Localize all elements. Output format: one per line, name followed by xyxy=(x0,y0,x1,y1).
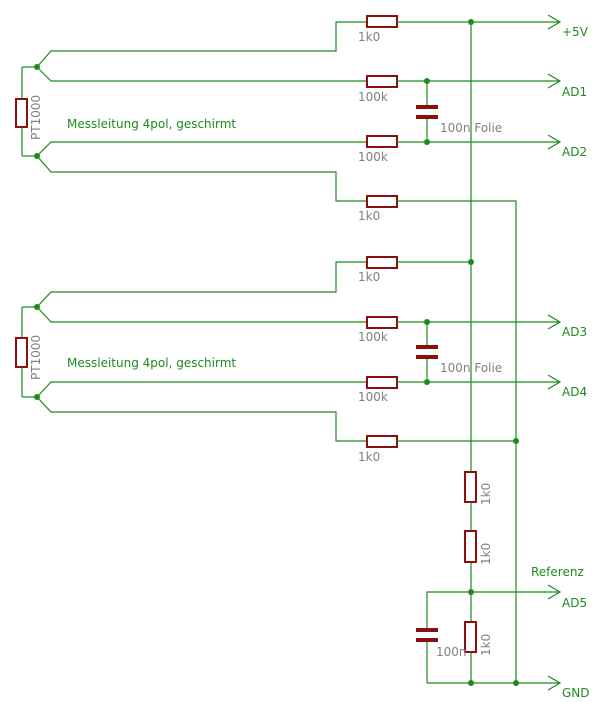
net-label-ad5: AD5 xyxy=(562,596,587,610)
capacitor-c1: 100n Folie xyxy=(416,81,502,142)
sensor-2-wires xyxy=(34,261,367,442)
r-div1-value: 1k0 xyxy=(479,483,493,505)
r-ad2-value: 100k xyxy=(358,150,388,164)
resistor-r-div2: 1k0 xyxy=(464,530,493,565)
sensor-1-wires xyxy=(34,21,367,202)
resistor-r-low2: 1k0 xyxy=(358,435,398,464)
net-label-gnd: GND xyxy=(562,686,590,700)
resistor-r-ad3: 100k xyxy=(358,316,398,344)
output-wires-2 xyxy=(397,259,560,444)
r-low2-value: 1k0 xyxy=(358,450,380,464)
r-ad3-value: 100k xyxy=(358,330,388,344)
net-arrows xyxy=(547,14,562,691)
capacitor-c3: 100n xyxy=(416,628,467,659)
r-low1-value: 1k0 xyxy=(358,209,380,223)
pt1000-resistor-2 xyxy=(15,337,28,368)
resistor-r-ad2: 100k xyxy=(358,135,398,164)
resistor-r-ad4: 100k xyxy=(358,376,398,404)
reference-node xyxy=(426,589,560,683)
reference-label: Referenz xyxy=(531,565,584,579)
pt1000-sensor-1: PT1000 xyxy=(15,66,43,157)
capacitor-c2: 100n Folie xyxy=(416,322,502,382)
resistor-r-ad1: 100k xyxy=(358,75,398,104)
net-label-ad3: AD3 xyxy=(562,325,587,339)
resistor-r-div1: 1k0 xyxy=(464,471,493,505)
pt1000-resistor-1 xyxy=(15,98,28,128)
r-top1-value: 1k0 xyxy=(358,30,380,44)
r-ad1-value: 100k xyxy=(358,90,388,104)
pt1000-label-1: PT1000 xyxy=(29,95,43,140)
r-ad4-value: 100k xyxy=(358,390,388,404)
resistor-r-low1: 1k0 xyxy=(358,195,398,223)
resistor-r-top1: 1k0 xyxy=(358,15,398,44)
pt1000-sensor-2: PT1000 xyxy=(15,306,43,398)
gnd-line xyxy=(427,680,560,686)
r-div3-value: 1k0 xyxy=(479,634,493,656)
net-label-ad2: AD2 xyxy=(562,145,587,159)
cable-label-1: Messleitung 4pol, geschirmt xyxy=(67,117,236,131)
resistor-r-top2: 1k0 xyxy=(358,256,398,284)
r-top2-value: 1k0 xyxy=(358,270,380,284)
resistor-r-div3: 1k0 xyxy=(464,621,493,656)
pt1000-label-2: PT1000 xyxy=(29,335,43,380)
cable-label-2: Messleitung 4pol, geschirmt xyxy=(67,356,236,370)
net-label-ad1: AD1 xyxy=(562,85,587,99)
net-label-ad4: AD4 xyxy=(562,385,587,399)
output-wires-1 xyxy=(397,19,560,683)
r-div2-value: 1k0 xyxy=(479,543,493,565)
c3-value: 100n xyxy=(436,645,467,659)
net-label-vcc: +5V xyxy=(562,25,589,39)
